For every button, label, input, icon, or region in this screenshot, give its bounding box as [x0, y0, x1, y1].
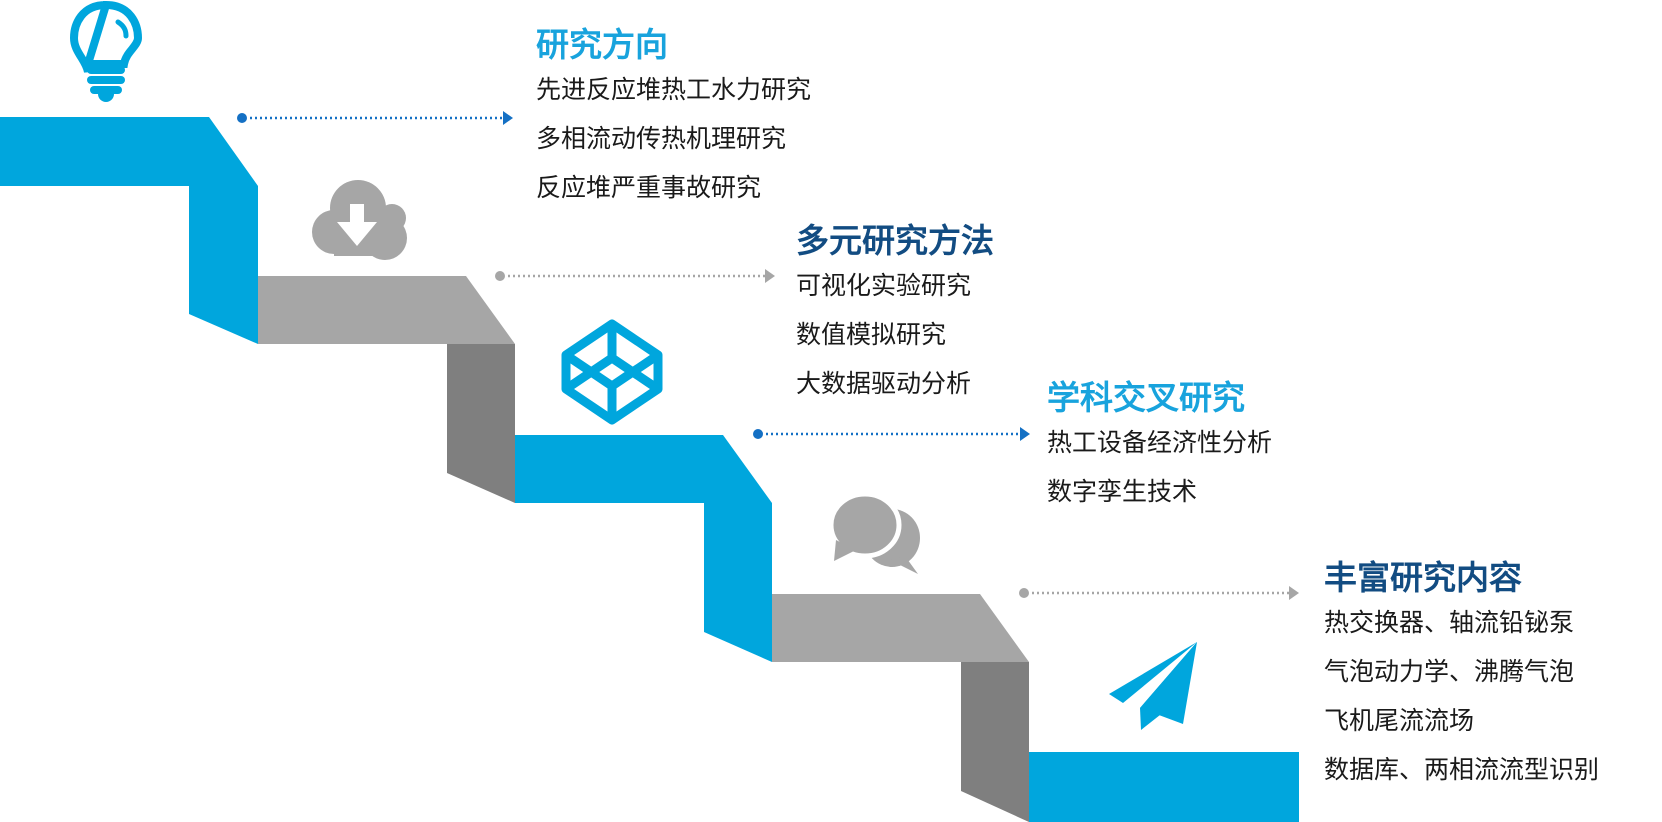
step-3-riser — [704, 503, 772, 662]
section-research-direction: 研究方向 先进反应堆热工水力研究 多相流动传热机理研究 反应堆严重事故研究 — [536, 25, 811, 212]
list-item: 大数据驱动分析 — [796, 369, 972, 398]
step-2-band — [258, 276, 515, 344]
step-2-riser — [447, 344, 515, 503]
chat-bubbles-icon — [828, 491, 920, 574]
arrow-1 — [237, 111, 513, 125]
list-item: 多相流动传热机理研究 — [536, 124, 787, 153]
section-title: 学科交叉研究 — [1047, 378, 1245, 417]
section-title: 多元研究方法 — [796, 221, 994, 260]
list-item: 反应堆严重事故研究 — [536, 173, 762, 202]
section-research-content: 丰富研究内容 热交换器、轴流铅铋泵 气泡动力学、沸腾气泡 飞机尾流流场 数据库、… — [1324, 558, 1599, 794]
cloud-download-icon — [312, 180, 407, 260]
step-3-band — [515, 435, 772, 503]
arrow-4 — [1019, 586, 1299, 600]
list-item: 热工设备经济性分析 — [1047, 428, 1273, 457]
list-item: 数据库、两相流流型识别 — [1324, 755, 1600, 784]
step-4-riser — [961, 662, 1029, 822]
list-item: 飞机尾流流场 — [1324, 706, 1475, 735]
step-4-band — [772, 594, 1029, 662]
step-5-band — [1029, 752, 1299, 822]
section-research-methods: 多元研究方法 可视化实验研究 数值模拟研究 大数据驱动分析 — [796, 221, 994, 408]
arrow-3 — [753, 427, 1030, 441]
arrow-2 — [495, 269, 775, 283]
section-title: 丰富研究内容 — [1324, 558, 1522, 597]
list-item: 数值模拟研究 — [796, 320, 947, 349]
section-interdisciplinary: 学科交叉研究 热工设备经济性分析 数字孪生技术 — [1047, 378, 1272, 516]
list-item: 先进反应堆热工水力研究 — [536, 75, 812, 104]
lightbulb-icon — [69, 0, 143, 102]
list-item: 热交换器、轴流铅铋泵 — [1324, 608, 1575, 637]
codepen-cube-icon — [561, 319, 663, 425]
section-title: 研究方向 — [536, 25, 668, 64]
step-1-band — [0, 117, 258, 186]
list-item: 数字孪生技术 — [1047, 477, 1198, 506]
list-item: 气泡动力学、沸腾气泡 — [1324, 657, 1575, 686]
step-1-riser — [189, 186, 258, 344]
list-item: 可视化实验研究 — [796, 271, 972, 300]
paper-plane-icon — [1109, 642, 1197, 730]
